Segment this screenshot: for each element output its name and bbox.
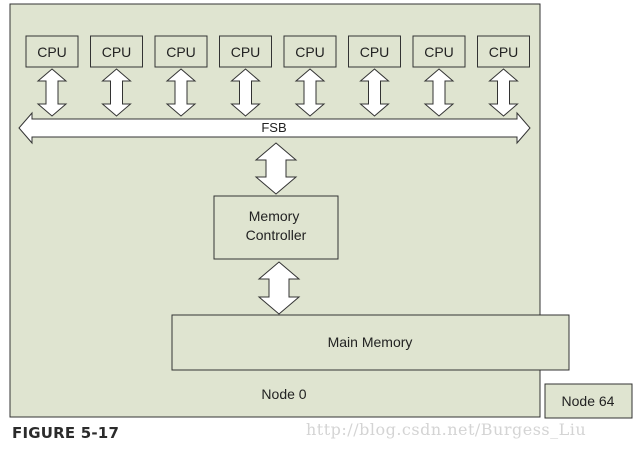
cpu-row: CPU CPU CPU CPU CPU CPU CPU CPU	[25, 35, 530, 68]
cpu-label: CPU	[489, 44, 519, 60]
memory-controller-line-1: Memory	[249, 208, 300, 224]
cpu-label: CPU	[295, 44, 325, 60]
cpu-box	[25, 35, 79, 68]
cpu-label: CPU	[360, 44, 390, 60]
cpu-bus-arrows	[36, 68, 519, 117]
cpu-label: CPU	[37, 44, 67, 60]
main-memory-box	[171, 314, 570, 371]
cpu-box	[348, 35, 401, 68]
cpu-label: CPU	[166, 44, 196, 60]
cpu-bus-arrow	[488, 68, 519, 117]
cpu-label: CPU	[102, 44, 132, 60]
cpu-box	[477, 35, 530, 68]
watermark: http://blog.csdn.net/Burgess_Liu	[306, 420, 587, 439]
cpu-bus-arrow	[359, 68, 390, 117]
figure-caption: FIGURE 5-17	[12, 424, 120, 442]
cpu-bus-arrow	[294, 68, 326, 117]
node-0-label: Node 0	[261, 386, 306, 402]
cpu-box	[219, 35, 272, 68]
cpu-box	[90, 35, 143, 68]
cpu-label: CPU	[231, 44, 261, 60]
fsb-bus-arrow	[18, 111, 531, 145]
controller-memory-arrow	[257, 261, 301, 315]
node-64-label: Node 64	[562, 393, 615, 409]
fsb-label: FSB	[261, 120, 286, 135]
cpu-box	[154, 35, 208, 68]
cpu-bus-arrow	[36, 68, 68, 117]
cpu-label: CPU	[424, 44, 454, 60]
cpu-box	[283, 35, 337, 68]
memory-controller-box	[213, 195, 339, 260]
cpu-bus-arrow	[230, 68, 261, 117]
cpu-box	[412, 35, 466, 68]
cpu-bus-arrow	[101, 68, 132, 117]
memory-controller-line-2: Controller	[246, 227, 307, 243]
fsb-controller-arrow	[254, 142, 298, 195]
cpu-bus-arrow	[165, 68, 197, 117]
cpu-bus-arrow	[423, 68, 455, 117]
main-memory-label: Main Memory	[328, 334, 413, 350]
memory-controller-label: Memory Controller	[246, 208, 307, 243]
node-64-box	[544, 383, 633, 419]
